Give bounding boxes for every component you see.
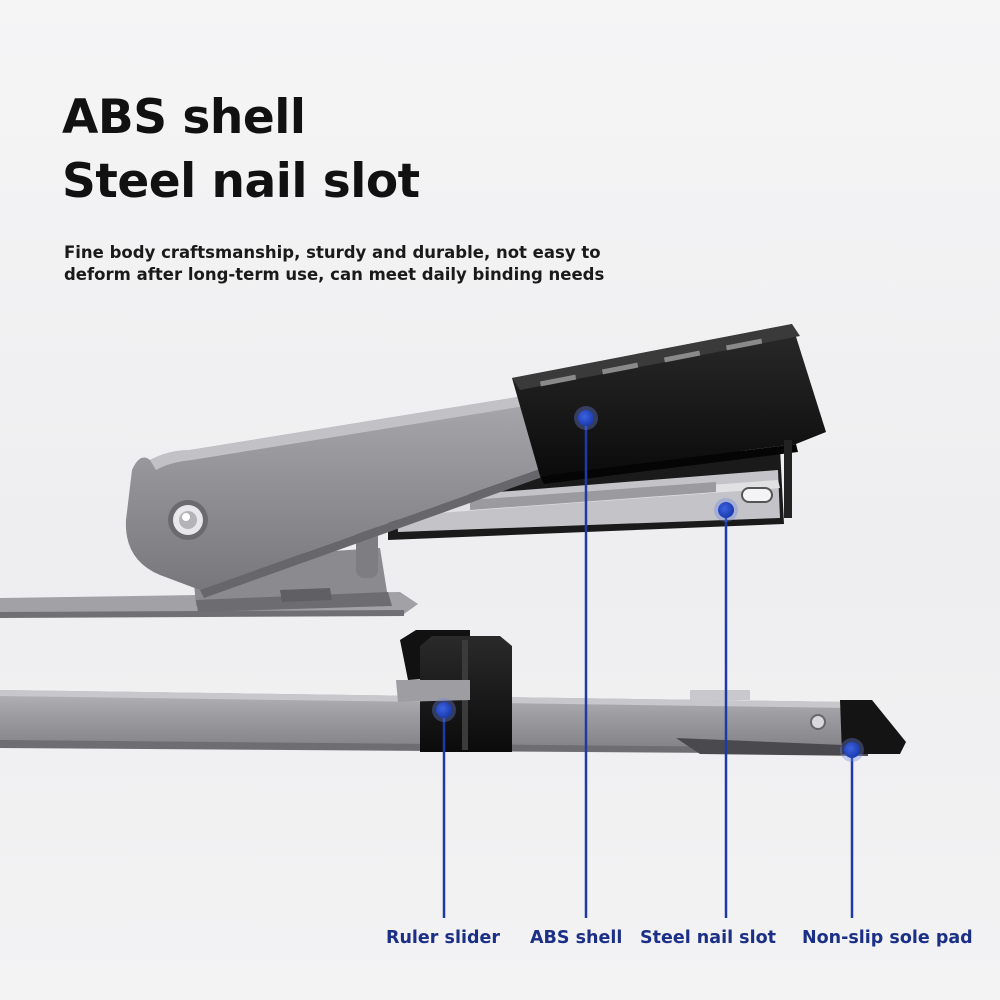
- description-line-1: Fine body craftsmanship, sturdy and dura…: [64, 243, 601, 262]
- page-title: ABS shell Steel nail slot: [62, 86, 420, 214]
- callout-label-abs-shell: ABS shell: [530, 928, 623, 948]
- product-description: Fine body craftsmanship, sturdy and dura…: [64, 242, 604, 286]
- non-slip-sole-pad: [676, 700, 906, 756]
- callout-dots: [432, 406, 864, 762]
- callout-lines: [442, 418, 854, 918]
- abs-shell-head: [512, 324, 826, 518]
- title-line-2: Steel nail slot: [62, 154, 420, 209]
- handle-arm: [125, 392, 562, 598]
- callout-label-steel-nail-slot: Steel nail slot: [640, 928, 776, 948]
- callout-label-ruler-slider: Ruler slider: [386, 928, 500, 948]
- callout-dot-icon: [844, 742, 860, 758]
- pivot-screw-icon: [168, 500, 208, 540]
- callout-dot-icon: [718, 502, 734, 518]
- nail-slot-channel: [388, 448, 784, 540]
- callout-dot-icon: [578, 410, 594, 426]
- callout-dot-icon: [436, 702, 452, 718]
- callout-label-non-slip-sole-pad: Non-slip sole pad: [802, 928, 973, 948]
- title-line-1: ABS shell: [62, 90, 306, 145]
- description-line-2: deform after long-term use, can meet dai…: [64, 265, 605, 284]
